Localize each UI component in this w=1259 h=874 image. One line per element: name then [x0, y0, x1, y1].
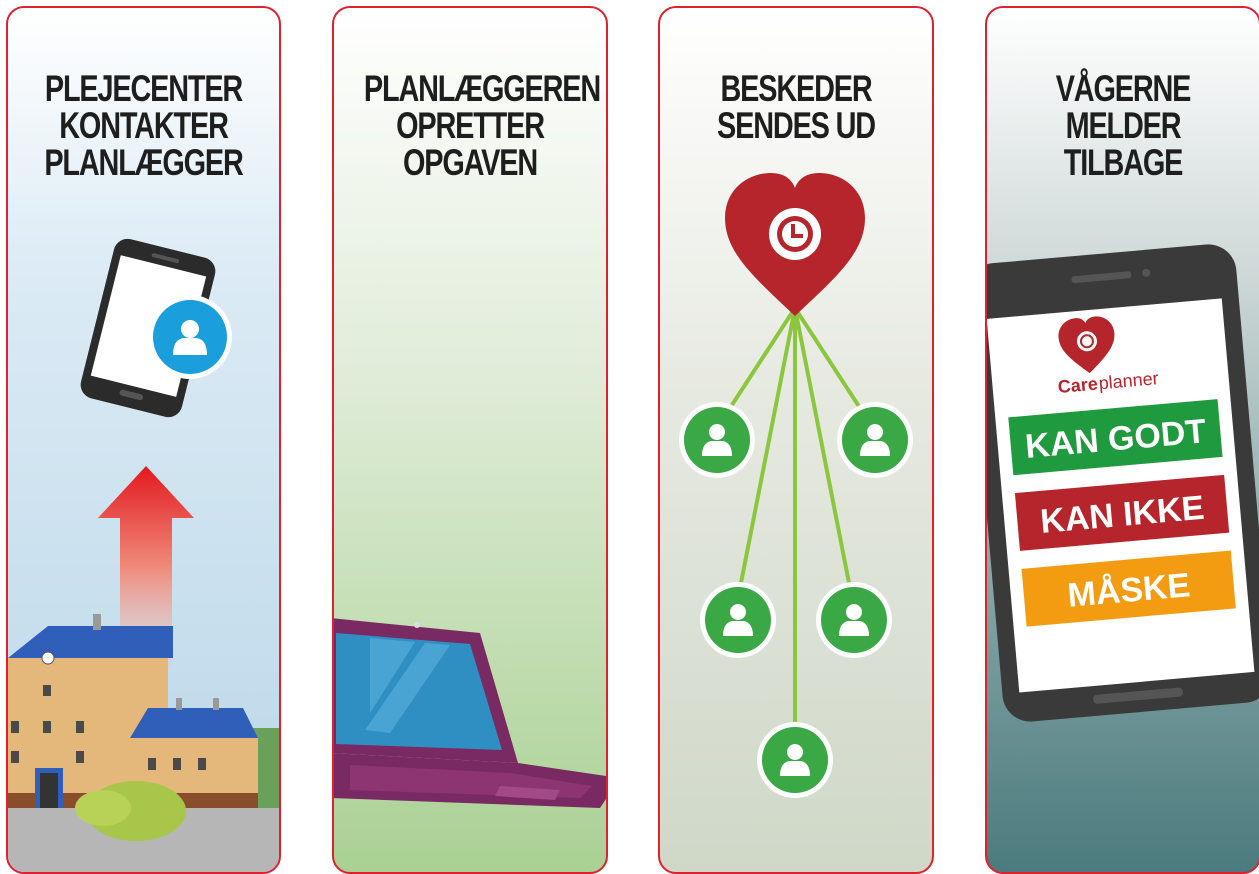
- phone-app-icon: Care planner KAN GODT KAN IKKE MÅSKE: [987, 244, 1259, 722]
- person-icon: [679, 402, 755, 478]
- panel-plejecenter: PLEJECENTER KONTAKTER PLANLÆGGER: [6, 6, 281, 874]
- title-line: KONTAKTER: [59, 105, 229, 146]
- building-icon: [8, 614, 258, 808]
- panel-planlaeggeren: PLANLÆGGEREN OPRETTER OPGAVEN: [332, 6, 608, 874]
- person-icon: [757, 722, 833, 798]
- kan-ikke-button[interactable]: [1014, 474, 1230, 551]
- panel-title: PLEJECENTER KONTAKTER PLANLÆGGER: [38, 70, 249, 181]
- arrow-up-icon: [98, 466, 194, 668]
- person-icon: [837, 402, 913, 478]
- title-line: SENDES UD: [717, 105, 876, 146]
- title-line: PLANLÆGGEREN: [363, 68, 601, 109]
- heart-clock-icon: [1058, 316, 1115, 374]
- heart-clock-icon: [725, 173, 865, 316]
- title-line: BESKEDER: [720, 68, 872, 109]
- panel-vaagerne: VÅGERNE MELDER TILBAGE Care planner KAN …: [985, 6, 1259, 874]
- title-line: PLEJECENTER: [44, 68, 243, 109]
- maaske-button[interactable]: [1021, 550, 1236, 627]
- title-line: PLANLÆGGER: [44, 142, 244, 183]
- person-icon: [148, 295, 232, 379]
- network-illustration: [679, 173, 913, 798]
- title-line: OPRETTER: [396, 105, 545, 146]
- brand-bold: Care: [1057, 374, 1099, 397]
- kan-godt-button[interactable]: [1008, 399, 1223, 476]
- panel-title: BESKEDER SENDES UD: [690, 70, 902, 144]
- laptop-icon: [334, 618, 606, 808]
- panel1-illustration: [8, 238, 279, 872]
- panel-title: VÅGERNE MELDER TILBAGE: [1017, 70, 1229, 181]
- person-icon: [700, 582, 776, 658]
- title-line: VÅGERNE: [1055, 68, 1192, 109]
- panel-title: PLANLÆGGEREN OPRETTER OPGAVEN: [363, 68, 601, 183]
- title-line: OPGAVEN: [402, 142, 538, 183]
- person-icon: [816, 582, 892, 658]
- title-line: MELDER TILBAGE: [1063, 105, 1184, 183]
- panel-beskeder: BESKEDER SENDES UD: [658, 6, 934, 874]
